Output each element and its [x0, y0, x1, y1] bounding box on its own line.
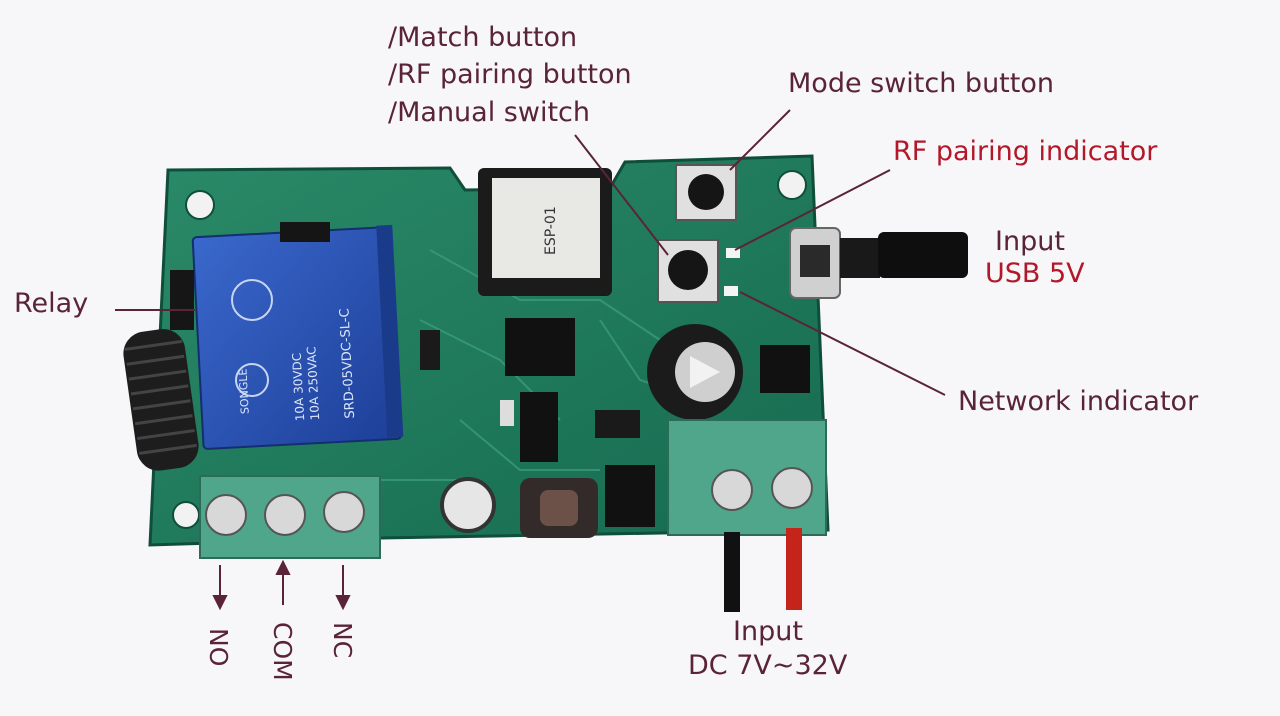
smd-part — [500, 400, 514, 426]
label-rf-pairing-button: /RF pairing button — [388, 59, 632, 90]
module-marking-text: ESP-01 — [543, 206, 559, 255]
smd-chip — [520, 392, 558, 462]
label-input-usb-voltage: USB 5V — [985, 258, 1085, 289]
label-input-usb: Input — [995, 226, 1065, 257]
label-manual-switch: /Manual switch — [388, 97, 590, 128]
label-relay: Relay — [14, 288, 89, 319]
label-rf-pairing-indicator: RF pairing indicator — [893, 136, 1158, 167]
power-terminal-block — [667, 419, 827, 536]
rf-pairing-led — [726, 248, 740, 258]
smd-chip — [605, 465, 655, 527]
label-network-indicator: Network indicator — [958, 386, 1199, 417]
usb-connector — [789, 227, 968, 299]
relay-terminal-block — [199, 475, 381, 559]
terminal-label-no: NO — [204, 628, 233, 667]
mounting-hole — [777, 170, 807, 200]
relay-model-text: SRD-05VDC-SL-C — [337, 308, 358, 419]
mounting-hole — [172, 501, 200, 529]
terminal-label-nc: NC — [328, 622, 357, 659]
mounting-hole — [185, 190, 215, 220]
smd-part — [595, 410, 640, 438]
smd-part — [170, 270, 194, 330]
regulator — [760, 345, 810, 393]
wifi-module — [478, 168, 612, 296]
smd-chip — [505, 318, 575, 376]
relay-rating-text: 10A 250VAC — [304, 346, 322, 421]
mode-switch-button-graphic — [675, 164, 737, 221]
smd-part — [420, 330, 440, 370]
wire-black — [724, 532, 740, 612]
relay-rating-text: 10A 30VDC — [290, 352, 308, 421]
label-input-dc: Input — [733, 616, 803, 647]
terminal-label-com: COM — [268, 622, 297, 681]
label-mode-switch-button: Mode switch button — [788, 68, 1054, 99]
network-led — [724, 286, 738, 296]
label-match-button: /Match button — [388, 22, 578, 53]
label-input-dc-voltage: DC 7V~32V — [688, 650, 848, 681]
antenna-coil — [123, 329, 199, 471]
wire-red — [786, 528, 802, 610]
diode — [280, 222, 330, 242]
match-button-graphic — [657, 239, 719, 303]
capacitor-small — [440, 477, 496, 533]
relay-brand-text: SONGLE — [236, 368, 251, 414]
